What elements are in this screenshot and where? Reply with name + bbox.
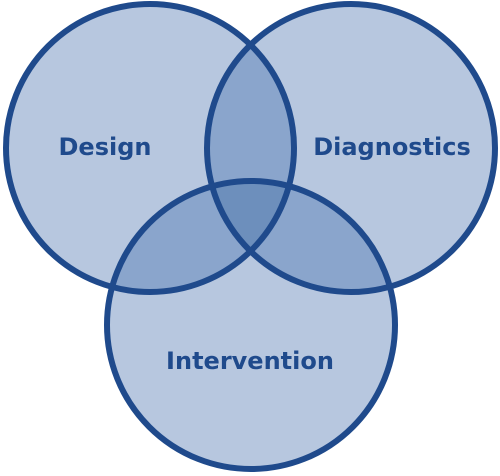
design-label: Design	[59, 133, 152, 161]
diagnostics-circle-outline	[204, 1, 498, 295]
design-circle-outline	[3, 1, 297, 295]
overlap-diagnostics-intervention	[207, 181, 395, 292]
intervention-label: Intervention	[166, 347, 334, 375]
diagnostics-label: Diagnostics	[313, 133, 471, 161]
intervention-circle-outline	[104, 178, 398, 472]
circle-outlines	[3, 1, 498, 472]
overlap-design-intervention	[107, 181, 294, 292]
